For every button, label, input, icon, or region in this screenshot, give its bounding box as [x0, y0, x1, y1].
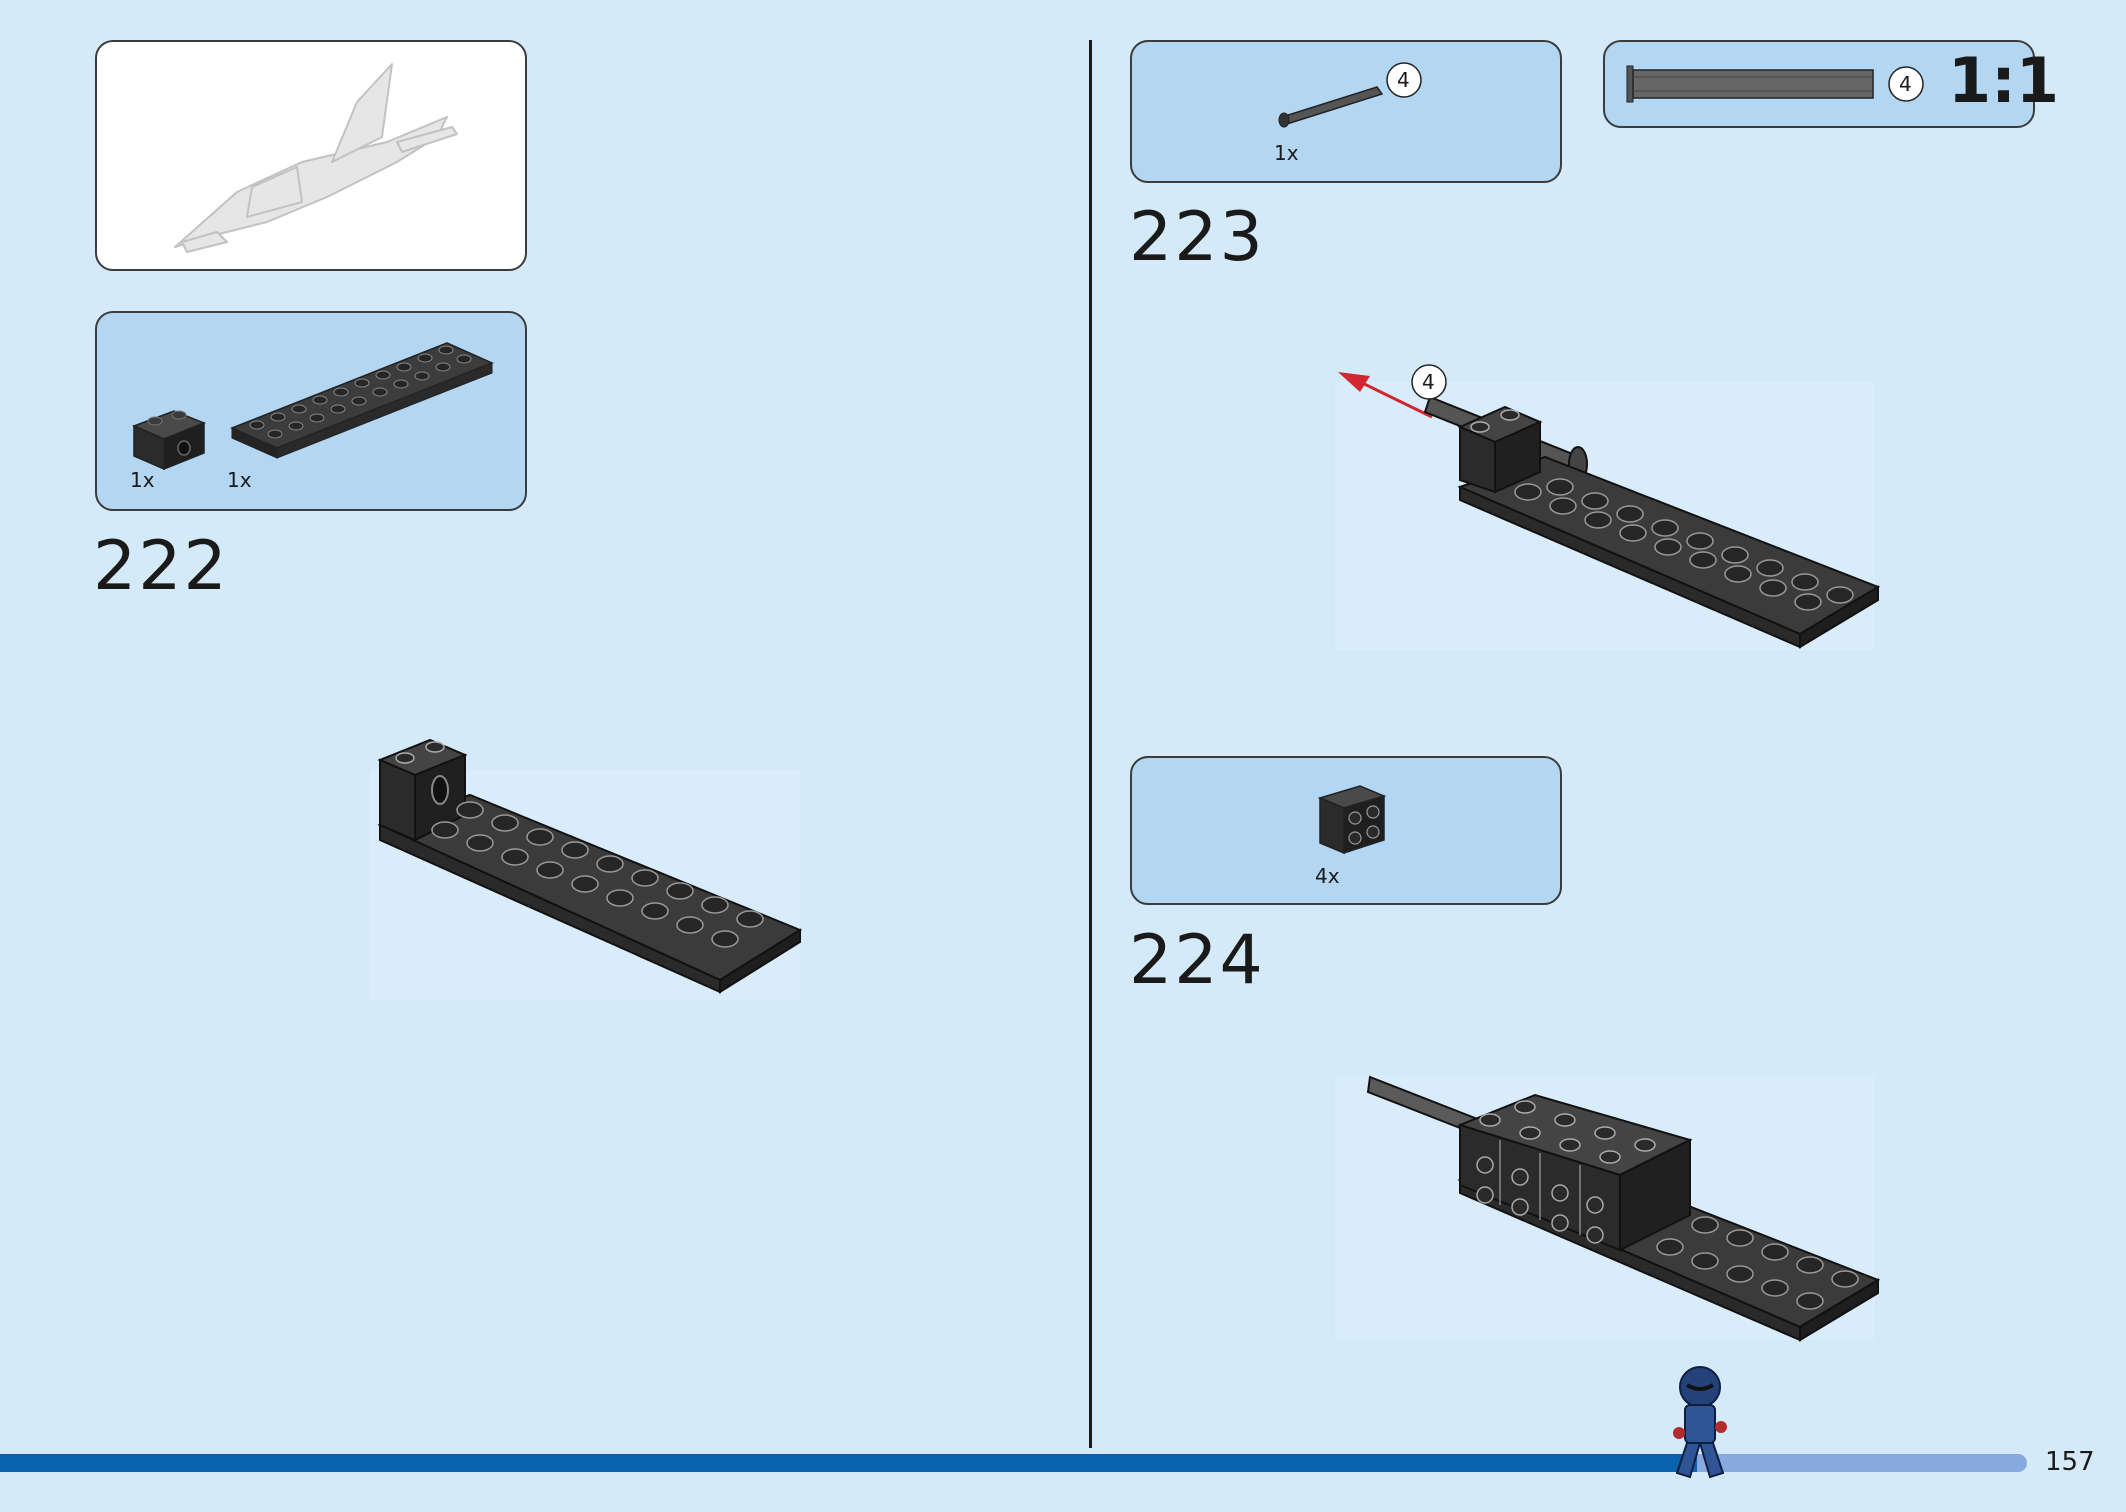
assembly-223-illustration: [1335, 372, 1881, 650]
progress-bar-remaining: [1697, 1454, 2027, 1472]
axle-scale-callout: 4: [1603, 40, 2035, 128]
part-qty-label: 4x: [1315, 864, 1340, 888]
axle-1to1-icon: [1626, 65, 1874, 103]
arrow-count-label: 4: [1422, 370, 1435, 394]
technic-brick-icon: [131, 410, 207, 471]
minifigure-progress-icon: [1673, 1366, 1727, 1479]
rotation-circle-icon: [1411, 364, 1447, 400]
progress-bar-filled: [0, 1454, 1697, 1472]
page-number: 157: [2045, 1447, 2095, 1477]
part-qty-label: 1x: [1274, 141, 1299, 165]
part-qty-label: 1x: [227, 468, 252, 492]
length-circle-icon: [1386, 62, 1422, 98]
axle-4-icon: [1278, 86, 1384, 128]
parts-list-panel-222: 1x 1x: [95, 311, 527, 511]
brick-with-studs-icon: [1317, 785, 1387, 855]
parts-list-panel-223: 4 1x: [1130, 40, 1562, 183]
plate-2x10-icon: [230, 342, 494, 459]
length-circle-icon: [1888, 66, 1924, 102]
jet-model-icon: [174, 63, 458, 253]
page-divider: [1089, 40, 1092, 1448]
step-number-222: 222: [93, 527, 229, 606]
parts-list-panel-224: 4x: [1130, 756, 1562, 905]
model-preview-panel: [95, 40, 527, 271]
assembly-224-illustration: [1335, 1075, 1881, 1342]
axle-length-label: 4: [1397, 68, 1410, 92]
scale-label: 1:1: [1948, 44, 2060, 117]
step-number-223: 223: [1129, 198, 1265, 277]
step-number-224: 224: [1129, 921, 1265, 1000]
axle-length-callout-label: 4: [1899, 72, 1912, 96]
part-qty-label: 1x: [130, 468, 155, 492]
assembly-222-illustration: [370, 738, 803, 1000]
